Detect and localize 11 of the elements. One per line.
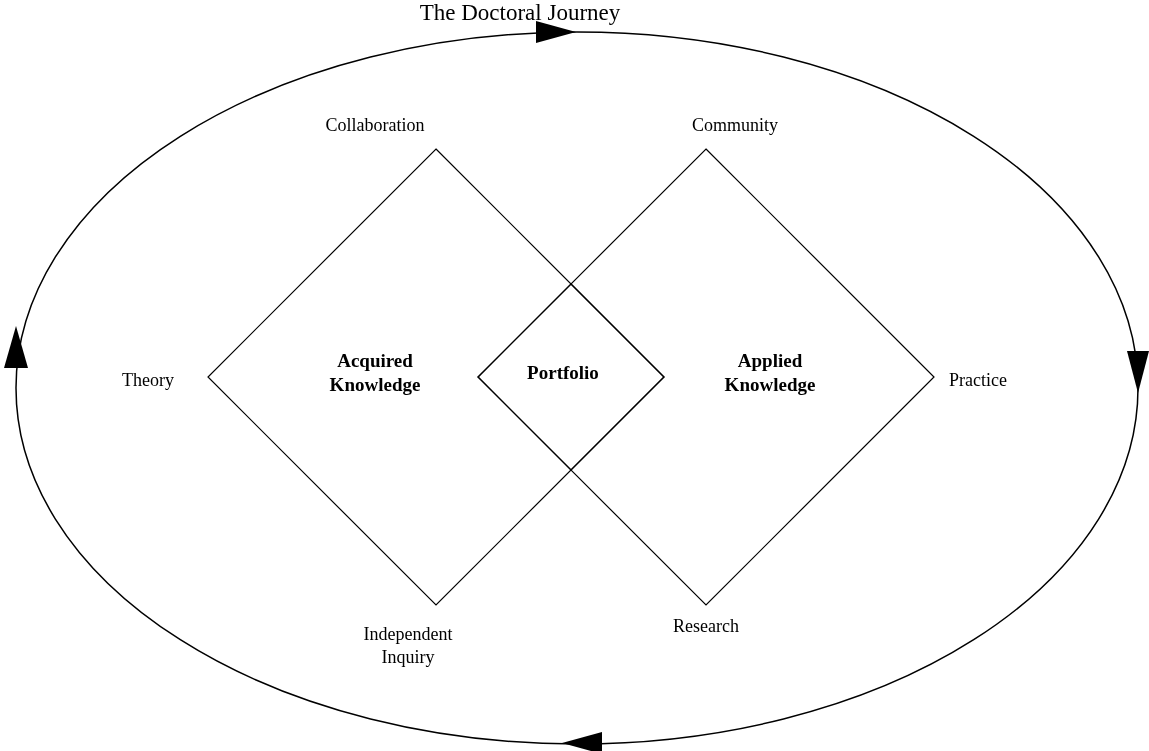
vertex-label: Practice: [948, 368, 1008, 392]
diagram-title: The Doctoral Journey: [419, 0, 621, 26]
vertex-label: Collaboration: [324, 113, 426, 137]
vertex-label: Theory: [121, 368, 175, 392]
diamond-label: Acquired Knowledge: [328, 349, 422, 397]
vertex-label: Independent Inquiry: [362, 623, 454, 669]
diamond-label: Portfolio: [526, 361, 600, 385]
vertex-label: Community: [691, 113, 779, 137]
diamond-label: Applied Knowledge: [723, 349, 817, 397]
diamond-shape: [478, 284, 664, 470]
vertex-label: Research: [672, 614, 740, 638]
